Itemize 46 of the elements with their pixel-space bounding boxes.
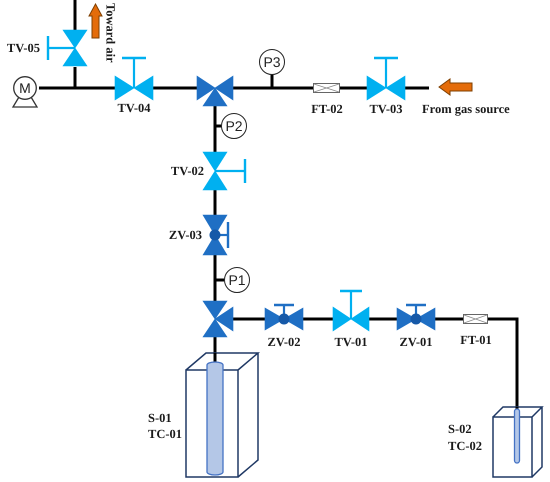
pressure-gauge: P2 (221, 113, 247, 139)
three-way-valve (203, 301, 233, 337)
vessel-tag: TC-01 (148, 428, 182, 440)
equipment-tag: TV-02 (170, 164, 204, 178)
ball-valve (397, 303, 435, 330)
three-way-valve (197, 76, 233, 106)
gate-valve (333, 290, 369, 331)
pipe (214, 190, 216, 215)
equipment-tag: TV-05 (6, 42, 40, 54)
ball-valve (265, 303, 303, 330)
gate-valve (367, 56, 405, 100)
vessel-tag: S-02 (448, 422, 472, 436)
inline-filter (313, 83, 340, 93)
equipment-tag: FT-01 (460, 334, 492, 346)
equipment-tag: ZV-03 (168, 228, 202, 242)
equipment-tag: TV-04 (117, 102, 151, 114)
vessel-tag: S-01 (148, 412, 172, 424)
pipe (74, 0, 76, 30)
equipment-tag: ZV-02 (267, 336, 301, 348)
pipe (340, 86, 367, 90)
equipment-tag: TV-01 (334, 336, 368, 348)
pressure-gauge: P3 (259, 49, 285, 75)
inline-filter (463, 314, 488, 324)
flow-direction-label: Toward air (104, 3, 116, 63)
pressure-gauge: P1 (224, 267, 250, 293)
ball-valve (203, 215, 230, 255)
vessel-drawing (186, 353, 258, 477)
vessel-tag: TC-02 (448, 440, 482, 452)
pipe (435, 318, 463, 320)
pipe (303, 318, 333, 320)
equipment-tag: ZV-01 (399, 336, 433, 348)
pipe (369, 318, 397, 320)
vessel-drawing (493, 407, 542, 477)
pipe (153, 86, 197, 90)
pipe (233, 318, 265, 320)
gate-valve (46, 30, 88, 67)
gate-valve (115, 56, 153, 100)
pump-symbol: M (11, 76, 39, 108)
pipe (270, 75, 313, 90)
pipe (214, 337, 216, 353)
equipment-tag: FT-02 (311, 102, 343, 116)
gate-valve (203, 152, 247, 190)
flow-direction-label: From gas source (422, 102, 510, 116)
pipe (488, 318, 518, 407)
equipment-tag: TV-03 (369, 102, 403, 116)
pipe (405, 86, 429, 90)
